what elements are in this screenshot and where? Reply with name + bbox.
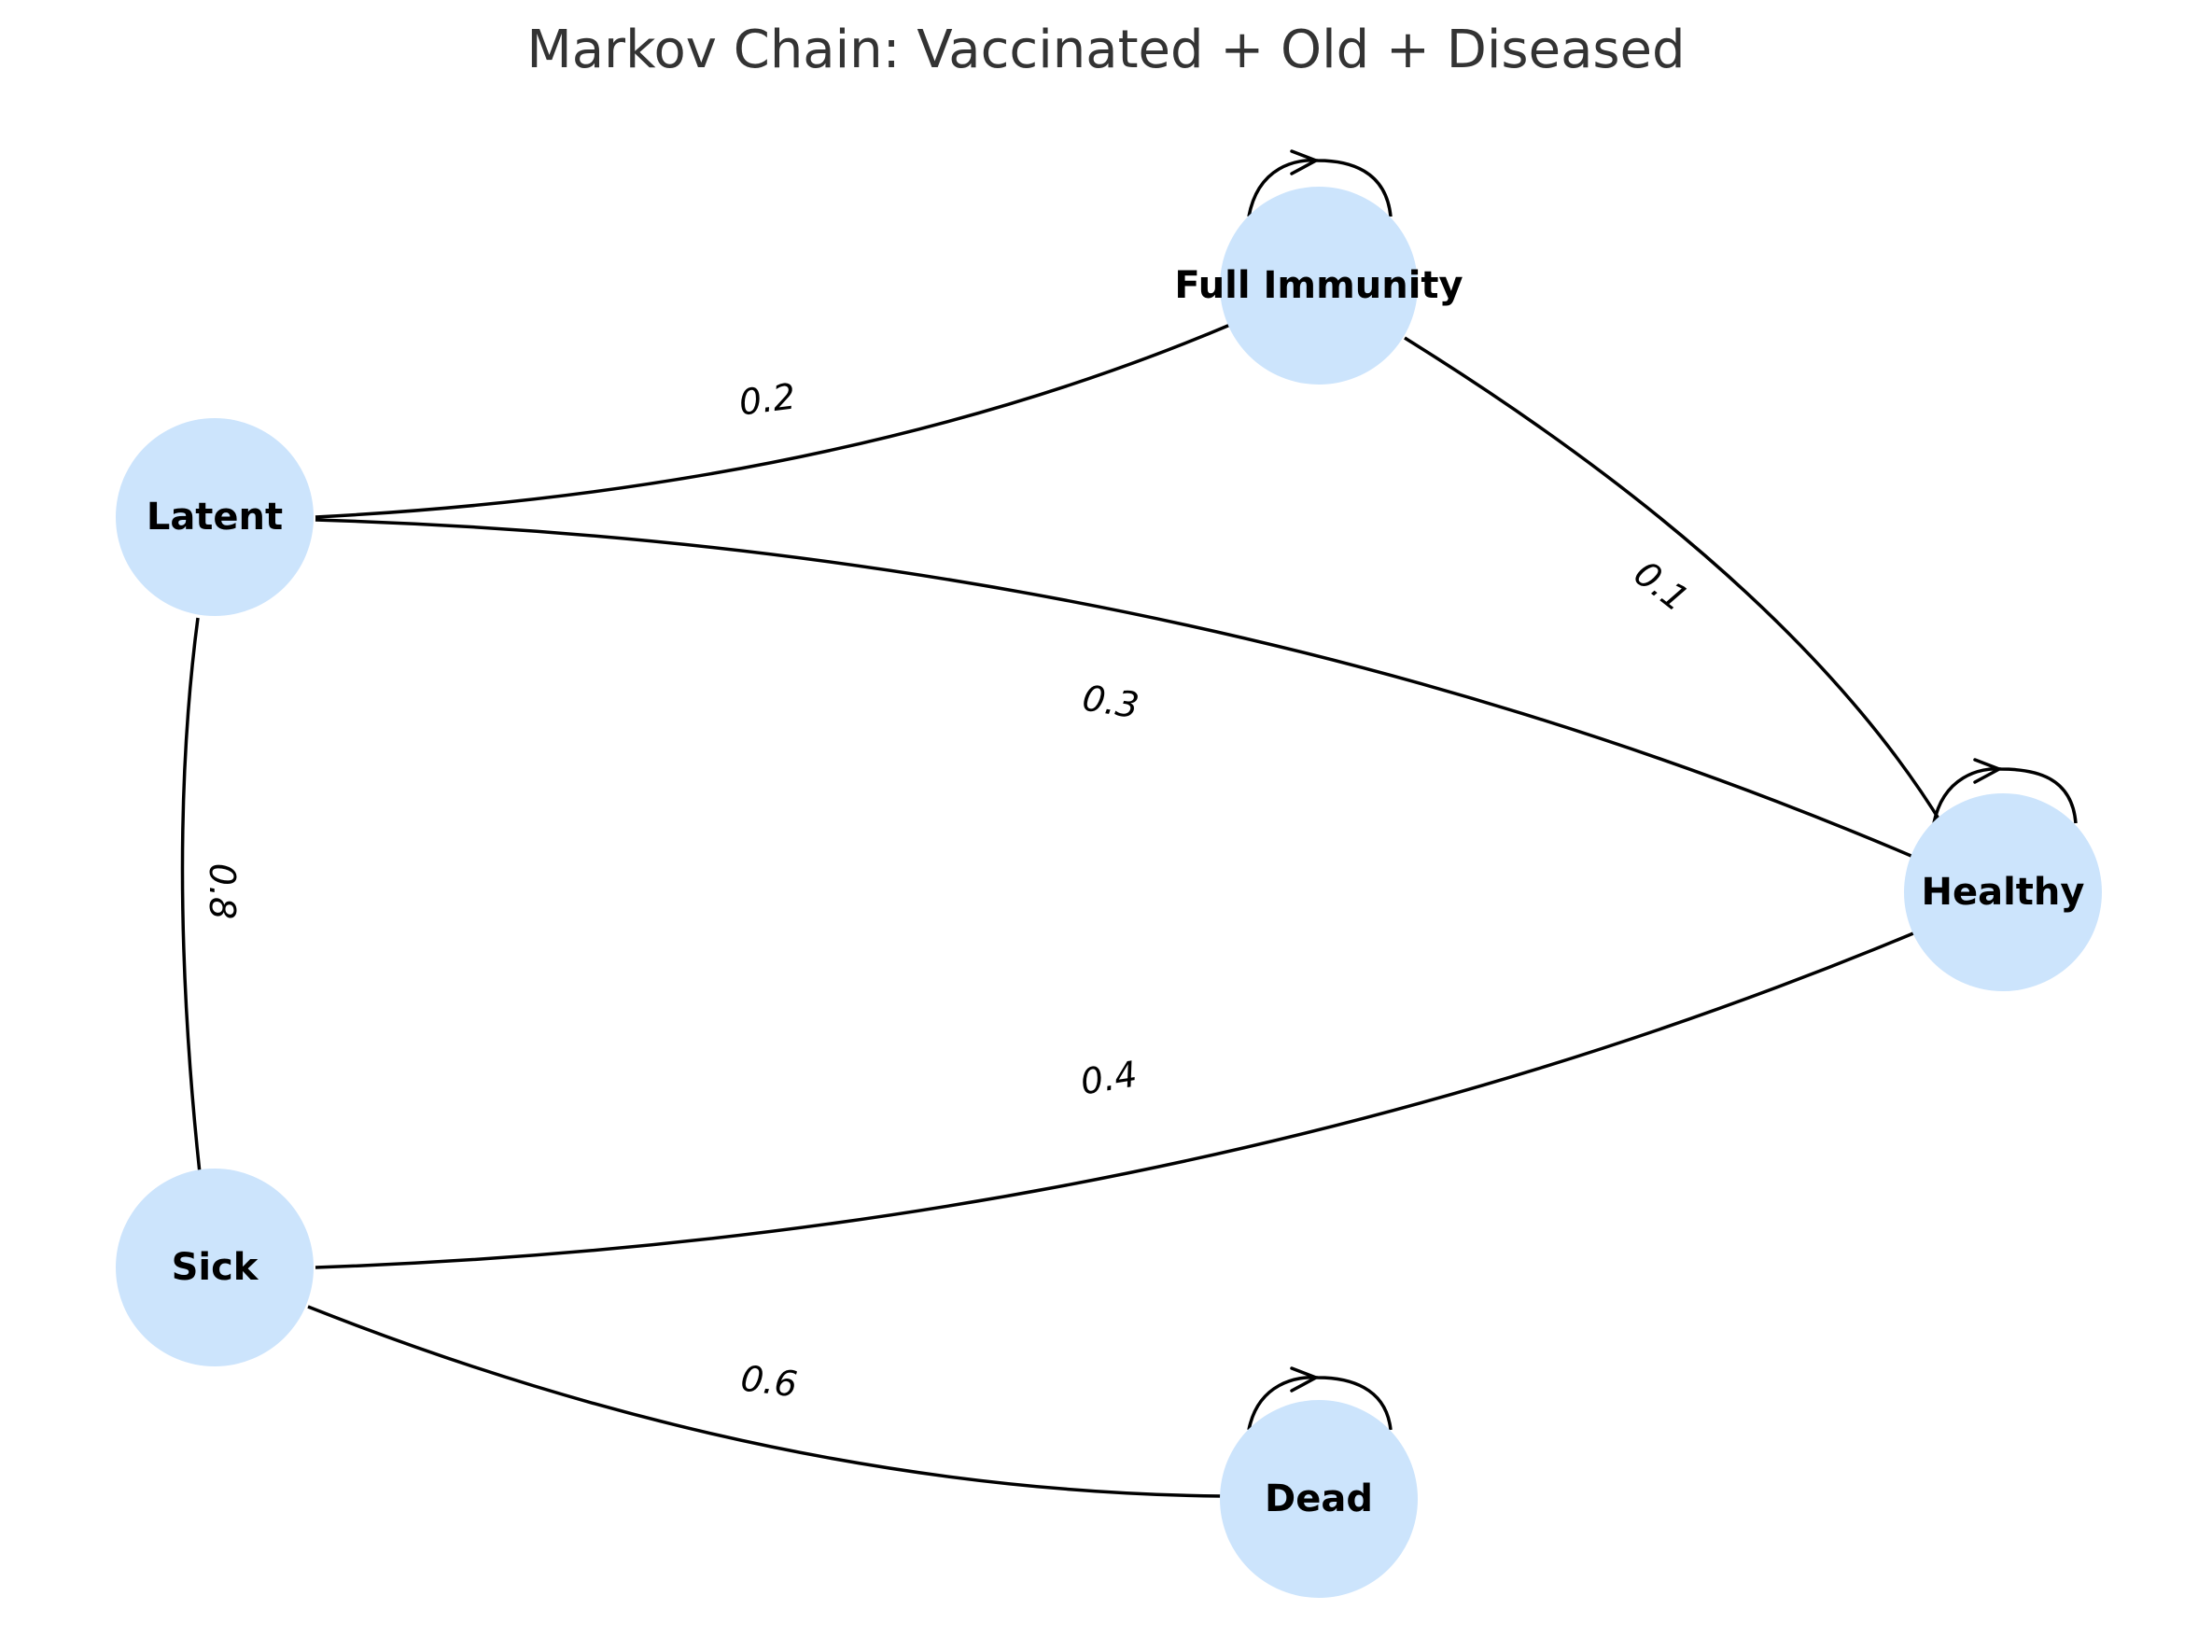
arrowhead-icon bbox=[1290, 1366, 1318, 1393]
node-full-immunity: Full Immunity bbox=[1174, 187, 1463, 385]
edge-label-sick-healthy: 0.4 bbox=[1078, 1054, 1141, 1103]
edge-label-latent-full-immunity: 0.2 bbox=[736, 375, 797, 423]
edge-sick-healthy bbox=[315, 931, 1914, 1269]
edges bbox=[180, 323, 1945, 1498]
node-circle bbox=[1220, 1400, 1418, 1598]
arrowhead-icon bbox=[1973, 758, 2001, 784]
node-label-full-immunity: Full Immunity bbox=[1174, 264, 1463, 307]
edge-full-immunity-healthy bbox=[1404, 336, 1945, 827]
node-circle bbox=[116, 1169, 314, 1366]
edge-latent-sick bbox=[180, 617, 202, 1174]
node-label-sick: Sick bbox=[172, 1246, 259, 1289]
edge-label-full-immunity-healthy: 0.1 bbox=[1627, 553, 1697, 620]
edge-label-sick-dead: 0.6 bbox=[738, 1357, 799, 1405]
node-healthy: Healthy bbox=[1904, 793, 2102, 991]
edge-latent-full-immunity bbox=[315, 323, 1231, 519]
node-label-latent: Latent bbox=[147, 496, 283, 539]
diagram-title: Markov Chain: Vaccinated + Old + Disease… bbox=[526, 20, 1685, 80]
self-loop-healthy bbox=[1932, 758, 2078, 824]
node-sick: Sick bbox=[116, 1169, 314, 1366]
self-loops bbox=[1247, 149, 2078, 1431]
node-latent: Latent bbox=[116, 418, 314, 616]
node-label-healthy: Healthy bbox=[1922, 871, 2085, 914]
edge-sick-dead bbox=[307, 1305, 1224, 1498]
node-circle bbox=[1904, 793, 2102, 991]
node-label-dead: Dead bbox=[1265, 1477, 1373, 1520]
self-loop-dead bbox=[1247, 1366, 1393, 1431]
arrowhead-icon bbox=[1290, 149, 1318, 175]
edge-labels: 0.2 0.1 0.3 0.8 0.4 0.6 bbox=[202, 375, 1696, 1405]
self-loop-full-immunity bbox=[1247, 149, 1393, 217]
node-dead: Dead bbox=[1220, 1400, 1418, 1598]
node-circle bbox=[1220, 187, 1418, 385]
nodes: Full Immunity Latent Healthy Sick Dead bbox=[116, 187, 2102, 1598]
edge-latent-healthy bbox=[315, 518, 1914, 859]
edge-label-latent-sick: 0.8 bbox=[202, 863, 243, 919]
node-circle bbox=[116, 418, 314, 616]
edge-label-latent-healthy: 0.3 bbox=[1080, 678, 1142, 727]
